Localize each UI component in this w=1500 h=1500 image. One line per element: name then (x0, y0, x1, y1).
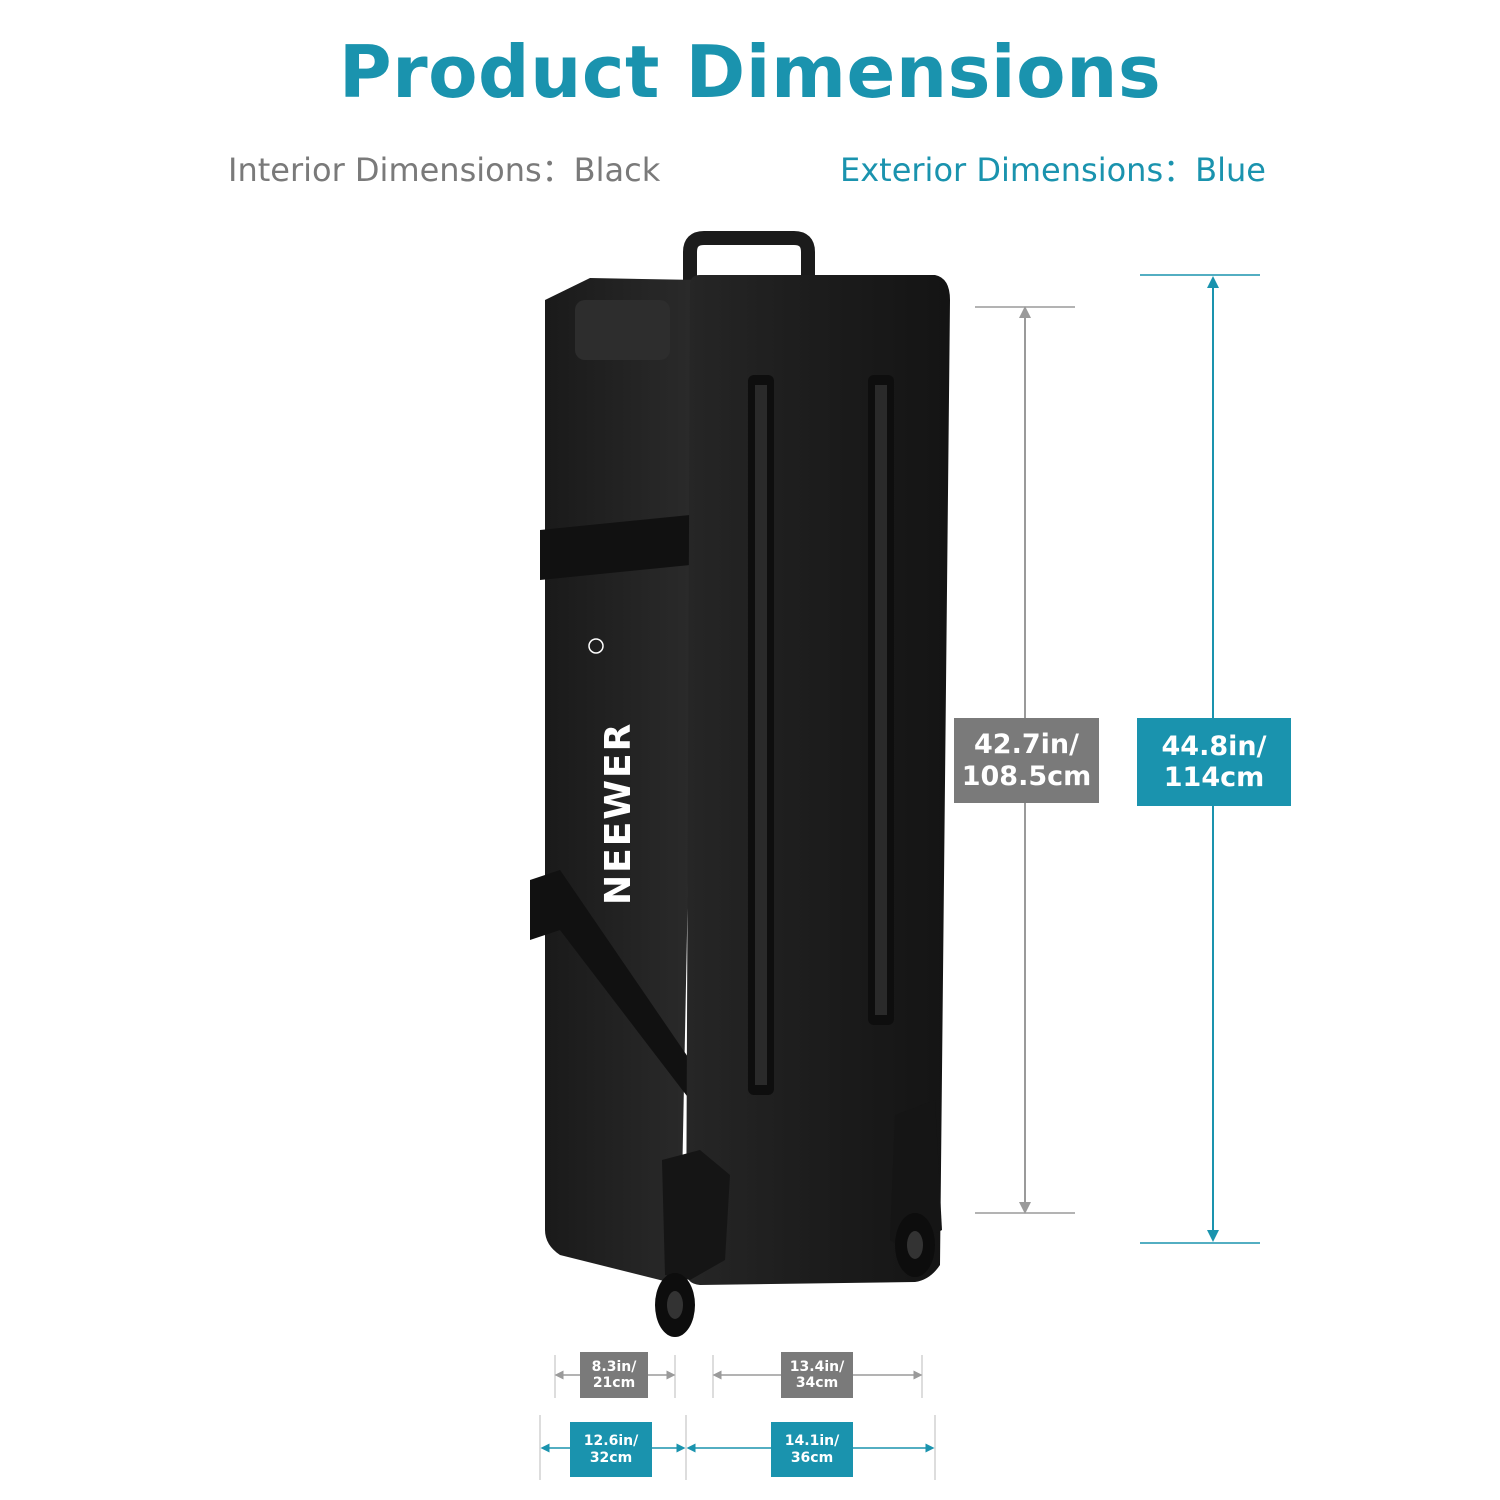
page-title: Product Dimensions (338, 30, 1162, 114)
exterior-legend: Exterior Dimensions：Blue (840, 151, 1266, 189)
exterior-height-line2: 114cm (1163, 762, 1265, 793)
interior-depth-label: 8.3in/ 21cm (580, 1352, 648, 1398)
interior-width-line2: 34cm (795, 1375, 839, 1391)
exterior-width-label: 14.1in/ 36cm (771, 1422, 853, 1477)
interior-height-line1: 42.7in/ (974, 729, 1079, 761)
interior-height-label: 42.7in/ 108.5cm (954, 718, 1099, 803)
interior-legend: Interior Dimensions：Black (228, 151, 661, 189)
exterior-width-line2: 36cm (790, 1449, 834, 1466)
interior-width-label: 13.4in/ 34cm (781, 1352, 853, 1398)
top-handle (683, 231, 815, 280)
brand-logo: NEEWER (598, 722, 639, 905)
exterior-depth-line2: 32cm (589, 1449, 633, 1466)
exterior-bottom-indicators (539, 1415, 936, 1480)
wheels (655, 1100, 942, 1337)
bag-side-panel: NEEWER (530, 278, 700, 1285)
exterior-depth-line1: 12.6in/ (583, 1433, 639, 1450)
exterior-height-label: 44.8in/ 114cm (1137, 718, 1291, 806)
interior-width-line1: 13.4in/ (789, 1358, 845, 1375)
exterior-height-indicator (1140, 274, 1260, 1244)
bag-front-panel (686, 275, 950, 1285)
interior-height-line2: 108.5cm (961, 760, 1092, 792)
interior-bottom-indicators (554, 1355, 923, 1398)
exterior-height-line1: 44.8in/ (1161, 730, 1267, 762)
interior-depth-line2: 21cm (592, 1375, 636, 1391)
exterior-width-line1: 14.1in/ (784, 1433, 840, 1450)
interior-depth-line1: 8.3in/ (591, 1358, 637, 1375)
interior-height-indicator (975, 306, 1075, 1214)
exterior-depth-label: 12.6in/ 32cm (570, 1422, 652, 1477)
